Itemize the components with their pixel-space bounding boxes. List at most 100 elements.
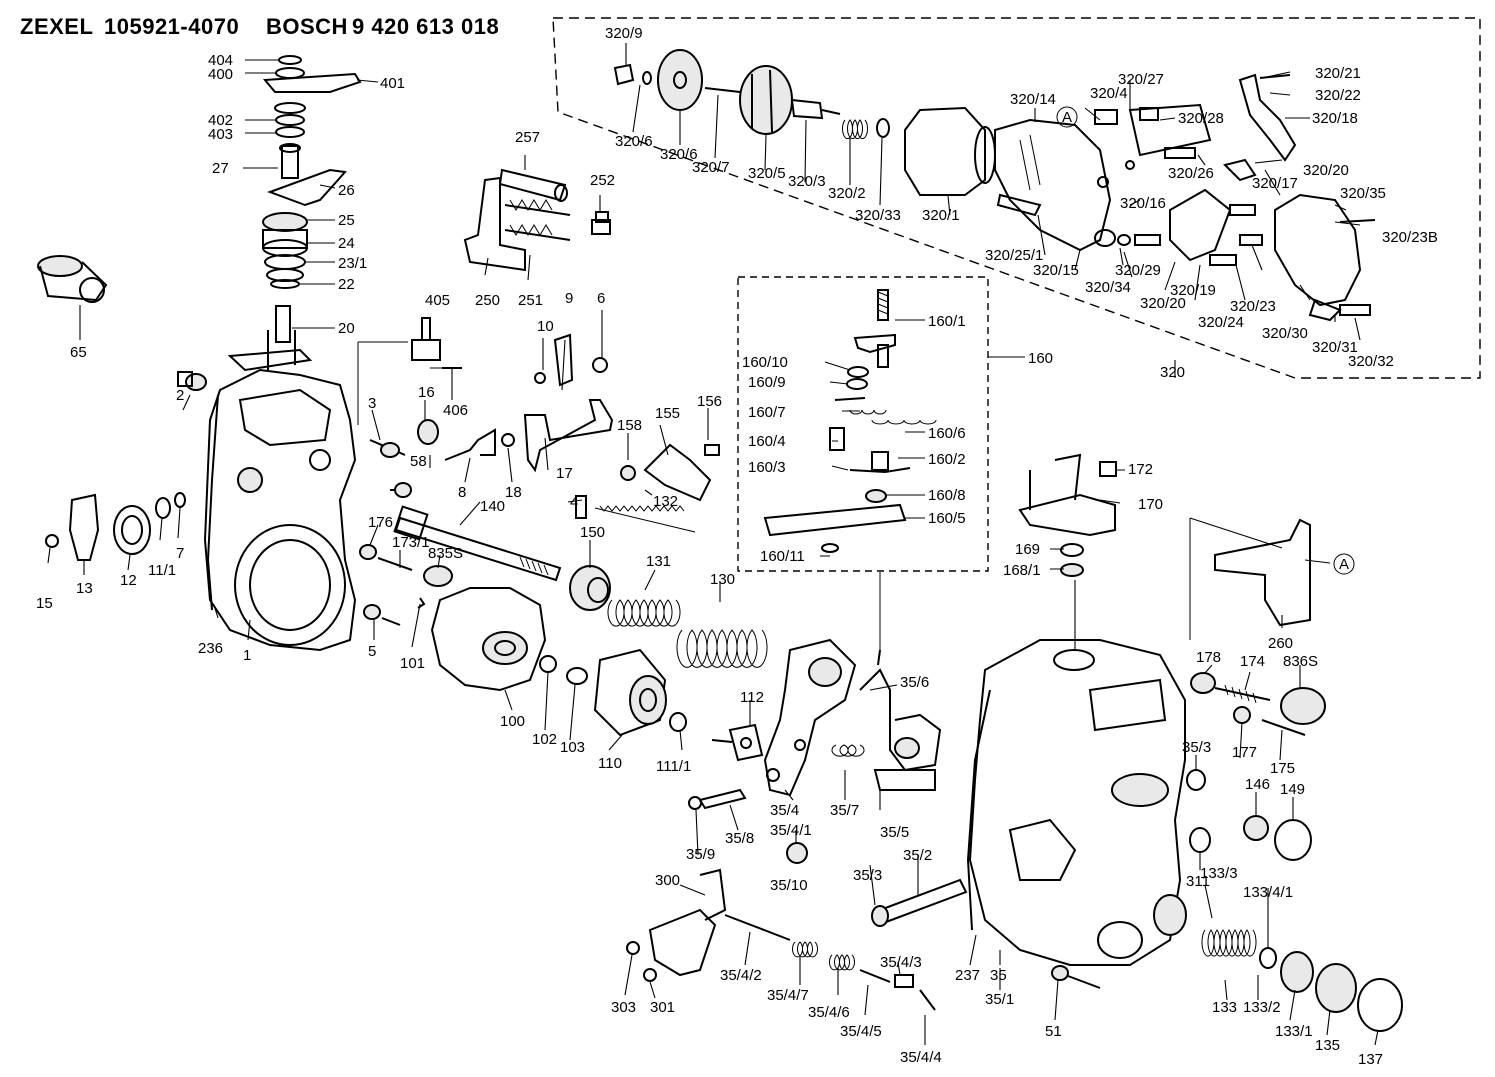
callout-137: 137 <box>1358 1051 1383 1068</box>
callout-170: 170 <box>1138 496 1163 513</box>
callout-160-9: 160/9 <box>748 374 786 391</box>
callout-133-2: 133/2 <box>1243 999 1281 1016</box>
callout-160-6: 160/6 <box>928 425 966 442</box>
callout-320-20b: 320/20 <box>1303 162 1349 179</box>
callout-176: 176 <box>368 514 393 531</box>
callout-300: 300 <box>655 872 680 889</box>
callout-35-10: 35/10 <box>770 877 808 894</box>
sleeve-parts-110-111-112 <box>593 648 764 762</box>
callout-110: 110 <box>598 755 622 772</box>
callout-173-1: 173/1 <box>392 534 430 551</box>
callout-160-3: 160/3 <box>748 459 786 476</box>
callout-320-3: 320/3 <box>788 173 826 190</box>
group-bracket-260 <box>1189 517 1283 640</box>
part-65-nut <box>37 255 108 303</box>
callout-836s: 836S <box>1283 653 1318 670</box>
callout-156: 156 <box>697 393 722 410</box>
callout-405: 405 <box>425 292 450 309</box>
callout-174: 174 <box>1240 653 1265 670</box>
callout-150: 150 <box>580 524 605 541</box>
callout-16: 16 <box>418 384 435 401</box>
callout-12: 12 <box>120 572 137 589</box>
left-small-parts <box>45 371 207 561</box>
callout-27: 27 <box>212 160 229 177</box>
plate-parts-170-260 <box>1018 453 1311 627</box>
callout-320-25-1: 320/25/1 <box>985 247 1043 264</box>
callout-112: 112 <box>740 689 764 706</box>
callout-130: 130 <box>710 571 735 588</box>
callout-35-2: 35/2 <box>903 847 932 864</box>
callout-35: 35 <box>990 967 1007 984</box>
lever-cluster-parts <box>369 317 496 498</box>
group-320-parts <box>613 49 1376 322</box>
callout-8: 8 <box>458 484 466 501</box>
callout-301: 301 <box>650 999 675 1016</box>
part-100-flyweight-carrier <box>430 587 588 692</box>
callout-401: 401 <box>380 75 405 92</box>
callout-15: 15 <box>36 595 53 612</box>
callout-320-32: 320/32 <box>1348 353 1394 370</box>
callout-35-5: 35/5 <box>880 824 909 841</box>
callout-35-4-4: 35/4/4 <box>900 1049 942 1066</box>
callout-102: 102 <box>532 731 557 748</box>
callout-26: 26 <box>338 182 355 199</box>
callout-160-2: 160/2 <box>928 451 966 468</box>
callout-402: 402 <box>208 112 233 129</box>
callout-236: 236 <box>198 640 223 657</box>
callout-17: 17 <box>556 465 573 482</box>
callout-252: 252 <box>590 172 615 189</box>
callout-133-1: 133/1 <box>1275 1023 1313 1040</box>
group-bracket-405 <box>357 341 408 425</box>
callout-11-1: 11/1 <box>148 562 176 579</box>
callout-25: 25 <box>338 212 355 229</box>
rod-35-2 <box>871 878 968 927</box>
callout-320-23: 320/23 <box>1230 298 1276 315</box>
bracket-spring-parts <box>463 168 611 272</box>
callout-320-30: 320/30 <box>1262 325 1308 342</box>
callout-158: 158 <box>617 417 642 434</box>
callout-320-31: 320/31 <box>1312 339 1358 356</box>
header-part-number-bosch: 9 420 613 018 <box>352 14 500 39</box>
callout-35-4-5: 35/4/5 <box>840 1023 882 1040</box>
header-brand-bosch: BOSCH <box>266 14 348 39</box>
callout-320-35: 320/35 <box>1340 185 1386 202</box>
callout-18: 18 <box>505 484 522 501</box>
callout-51: 51 <box>1045 1023 1062 1040</box>
header-brand-zexel: ZEXEL <box>20 14 94 39</box>
callout-260: 260 <box>1268 635 1293 652</box>
callout-160-1: 160/1 <box>928 313 966 330</box>
callout-320-28: 320/28 <box>1178 110 1224 127</box>
callout-177: 177 <box>1232 744 1257 761</box>
linkage-parts <box>501 333 720 533</box>
callout-2: 2 <box>176 387 184 404</box>
callout-320-33: 320/33 <box>855 207 901 224</box>
spring-stack-150-131-130 <box>569 565 768 668</box>
callout-303: 303 <box>611 999 636 1016</box>
group-160-parts <box>763 289 937 655</box>
callout-6: 6 <box>597 290 605 307</box>
reference-circle-a-right <box>1333 553 1355 575</box>
callout-13: 13 <box>76 580 93 597</box>
callout-320-19: 320/19 <box>1170 282 1216 299</box>
callout-160: 160 <box>1028 350 1053 367</box>
right-fastener-parts <box>1186 672 1326 861</box>
callout-178: 178 <box>1196 649 1221 666</box>
callout-257: 257 <box>515 129 540 146</box>
callout-237: 237 <box>955 967 980 984</box>
callout-5: 5 <box>368 643 376 660</box>
callout-131: 131 <box>646 553 671 570</box>
callout-406: 406 <box>443 402 468 419</box>
callout-320-34: 320/34 <box>1085 279 1131 296</box>
callout-320-9: 320/9 <box>605 25 643 42</box>
callout-320-26: 320/26 <box>1168 165 1214 182</box>
housing-fastener-parts <box>359 544 453 626</box>
callout-35-6: 35/6 <box>900 674 929 691</box>
callout-9: 9 <box>565 290 573 307</box>
callout-160-11: 160/11 <box>760 548 805 565</box>
callout-35-4-7: 35/4/7 <box>767 987 809 1004</box>
callout-403: 403 <box>208 126 233 143</box>
part-1-housing <box>203 368 357 652</box>
callout-160-7: 160/7 <box>748 404 786 421</box>
group-outline-160 <box>737 276 989 572</box>
callout-168-1: 168/1 <box>1003 562 1041 579</box>
